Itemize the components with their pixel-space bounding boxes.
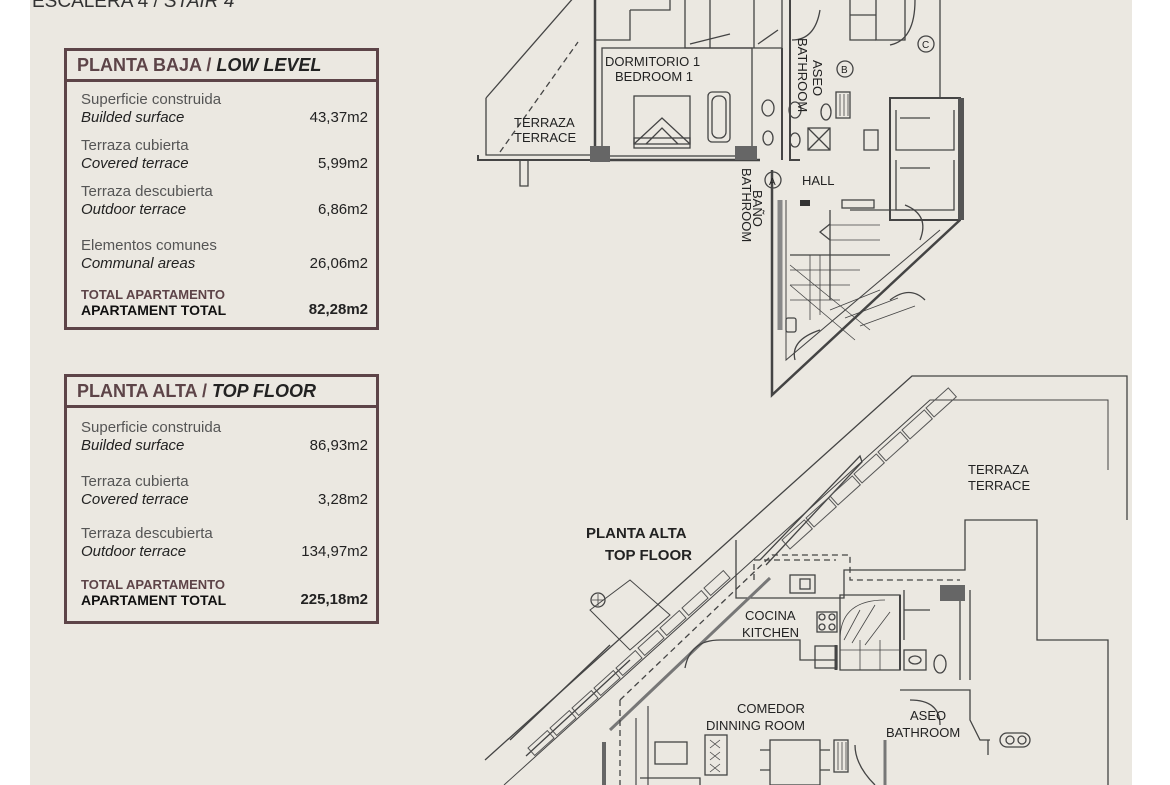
elevator-shaft — [889, 97, 961, 221]
shower-icon — [807, 127, 831, 151]
low-row-outdoor: Terraza descubierta Outdoor terrace 6,86… — [81, 183, 368, 218]
label-terrace-low: TERRACE — [514, 130, 576, 145]
top-spiral-stair — [839, 594, 901, 671]
top-row-covered: Terraza cubierta Covered terrace 3,28m2 — [81, 473, 368, 508]
pergola-slats — [527, 387, 958, 757]
label-bathroom-vertical: BATHROOM — [795, 38, 810, 112]
wardrobe — [684, 0, 783, 49]
wine-rack — [704, 734, 728, 776]
bed-icon — [633, 95, 691, 145]
label-terrace-top: TERRACE — [968, 478, 1030, 493]
label-planta-alta: PLANTA ALTA — [586, 525, 687, 542]
label-hall: HALL — [802, 173, 835, 188]
toilet-icon — [762, 130, 774, 146]
top-row-built: Superficie construida Builded surface 86… — [81, 419, 368, 454]
label-bathroom-top: BATHROOM — [886, 725, 960, 740]
top-terrace-outline — [484, 375, 1128, 761]
label-aseo-top: ASEO — [910, 708, 946, 723]
low-terrace-outline — [485, 0, 573, 99]
top-terrace-boundary — [735, 519, 1109, 785]
bbq-icon — [999, 732, 1031, 748]
top-toilet — [933, 654, 947, 674]
stair-title-es: ESCALERA 4 / — [32, 0, 165, 12]
label-aseo-vertical: ASEO — [810, 60, 825, 96]
label-bedroom: BEDROOM 1 — [615, 69, 693, 84]
low-stair-wall — [770, 170, 961, 398]
radiator-icon — [835, 91, 851, 119]
sideboard — [654, 741, 688, 765]
label-bano-bathroom: BATHROOM — [739, 168, 754, 242]
low-level-surface-table: PLANTA BAJA / LOW LEVEL Superficie const… — [64, 48, 379, 330]
low-row-built: Superficie construida Builded surface 43… — [81, 91, 368, 126]
bathtub-icon — [707, 91, 731, 143]
low-terrace-dashed — [499, 41, 579, 153]
door-a-label: A — [769, 177, 776, 188]
bedroom-room — [601, 47, 753, 157]
door-b-marker — [836, 60, 854, 78]
top-floor-surface-table: PLANTA ALTA / TOP FLOOR Superficie const… — [64, 374, 379, 624]
label-top-floor: TOP FLOOR — [605, 547, 692, 564]
label-cocina: COCINA — [745, 608, 796, 623]
low-row-covered: Terraza cubierta Covered terrace 5,99m2 — [81, 137, 368, 172]
stair-top — [875, 0, 906, 41]
low-staircase — [790, 209, 910, 300]
label-terraza-low: TERRAZA — [514, 115, 575, 130]
door-b-label: B — [841, 65, 848, 76]
label-dinning: DINNING ROOM — [706, 718, 805, 733]
label-comedor: COMEDOR — [737, 701, 805, 716]
top-row-total: TOTAL APARTAMENTO APARTAMENT TOTAL 225,1… — [81, 577, 368, 608]
sink-icon — [761, 99, 775, 117]
compass-marker — [590, 592, 606, 608]
cooktop-icon — [816, 611, 838, 633]
low-row-communal: Elementos comunes Communal areas 26,06m2 — [81, 237, 368, 272]
stair-title: ESCALERA 4 / STAIR 4 — [32, 0, 234, 13]
door-c-label: C — [922, 40, 929, 51]
radiator-top — [833, 739, 849, 773]
top-sink — [903, 649, 927, 671]
low-row-total: TOTAL APARTAMENTO APARTAMENT TOTAL 82,28… — [81, 287, 368, 318]
top-floor-title: PLANTA ALTA / TOP FLOOR — [67, 377, 376, 408]
floor-plan-drawing: TERRAZA TERRACE DORMITORIO 1 BEDROOM 1 B… — [477, 0, 1128, 785]
stair-title-en: STAIR 4 — [164, 0, 235, 12]
kitchen-sink — [789, 574, 816, 594]
label-kitchen: KITCHEN — [742, 625, 799, 640]
label-bano: BAÑO — [750, 190, 765, 227]
floor-plan-sheet: ESCALERA 4 / STAIR 4 PLANTA BAJA / LOW L… — [30, 0, 1132, 785]
low-level-title: PLANTA BAJA / LOW LEVEL — [67, 51, 376, 82]
top-row-outdoor: Terraza descubierta Outdoor terrace 134,… — [81, 525, 368, 560]
dining-table — [769, 739, 821, 785]
door-c-marker — [917, 35, 935, 53]
label-dormitorio: DORMITORIO 1 — [605, 54, 700, 69]
meter-icon — [863, 129, 879, 151]
label-terraza-top: TERRAZA — [968, 462, 1029, 477]
pergola-slats-top — [759, 454, 863, 566]
